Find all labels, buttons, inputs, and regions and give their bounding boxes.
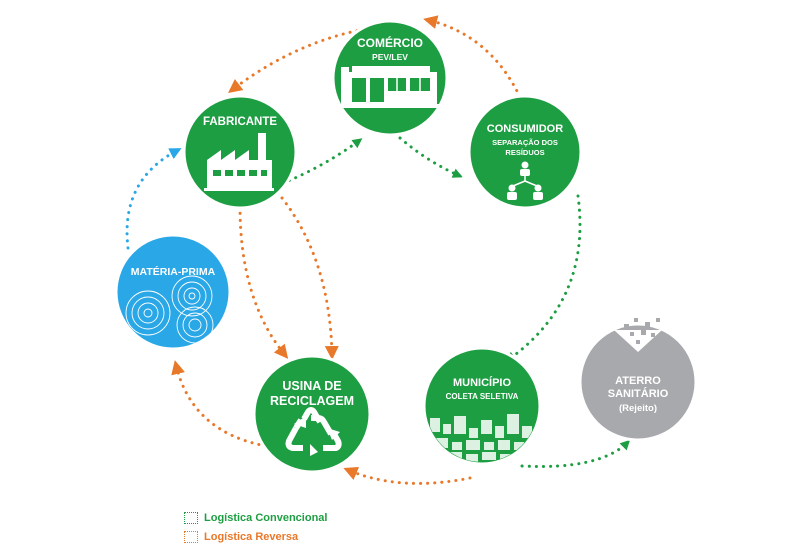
node-aterro-sanitario: ATERRO SANITÁRIO (Rejeito) — [578, 318, 698, 442]
municipio-subtitle: COLETA SELETIVA — [446, 392, 519, 401]
arrow-municipio-to-aterro — [520, 439, 631, 468]
legend-reversa-swatch — [184, 531, 198, 544]
usina-title-line1: USINA DE — [282, 379, 341, 393]
consumidor-subtitle-line2: RESÍDUOS — [505, 148, 544, 157]
comercio-title: COMÉRCIO — [357, 35, 423, 50]
node-materia-prima: MATÉRIA-PRIMA — [114, 233, 232, 351]
city-icon — [430, 414, 532, 462]
consumidor-title: CONSUMIDOR — [487, 123, 563, 135]
node-usina-reciclagem: USINA DE RECICLAGEM — [252, 354, 372, 474]
node-comercio: COMÉRCIO PEV/LEV — [331, 19, 449, 137]
materia-prima-title: MATÉRIA-PRIMA — [131, 265, 216, 278]
debris-icon — [624, 318, 660, 344]
node-municipio: MUNICÍPIO COLETA SELETIVA — [422, 346, 542, 466]
arrow-consumidor-to-municipio — [505, 194, 582, 362]
aterro-subtitle: (Rejeito) — [619, 403, 657, 414]
arrow-municipio-to-usina — [343, 467, 472, 485]
arrow-fabricante-to-usina-left — [238, 204, 289, 359]
arrow-usina-to-materia-prima — [171, 360, 268, 448]
arrow-fabricante-to-usina-right — [280, 196, 339, 360]
legend-reversa-label: Logística Reversa — [204, 531, 299, 543]
node-consumidor: CONSUMIDOR SEPARAÇÃO DOS RESÍDUOS — [467, 94, 583, 210]
aterro-title-line1: ATERRO — [615, 375, 661, 387]
legend-convencional-swatch — [184, 512, 198, 525]
arrow-consumidor-to-comercio — [423, 15, 522, 99]
comercio-subtitle: PEV/LEV — [372, 52, 408, 62]
legend-reversa: Logística Reversa — [184, 531, 299, 544]
factory-icon — [204, 133, 274, 191]
store-icon — [338, 66, 442, 108]
people-network-icon — [507, 161, 543, 200]
aterro-title-line2: SANITÁRIO — [608, 387, 669, 400]
node-fabricante: FABRICANTE — [182, 94, 298, 210]
fabricante-title: FABRICANTE — [203, 116, 277, 128]
usina-title-line2: RECICLAGEM — [270, 394, 354, 408]
municipio-title: MUNICÍPIO — [453, 376, 512, 389]
arrow-fabricante-to-comercio — [274, 138, 363, 188]
legend-convencional: Logística Convencional — [184, 512, 328, 525]
arrow-materia-prima-to-fabricante — [125, 148, 182, 250]
legend-convencional-label: Logística Convencional — [204, 512, 328, 524]
consumidor-subtitle-line1: SEPARAÇÃO DOS — [492, 138, 558, 147]
arrow-comercio-to-fabricante — [228, 25, 380, 94]
arrow-comercio-to-consumidor — [398, 136, 463, 178]
logs-icon — [125, 275, 214, 344]
